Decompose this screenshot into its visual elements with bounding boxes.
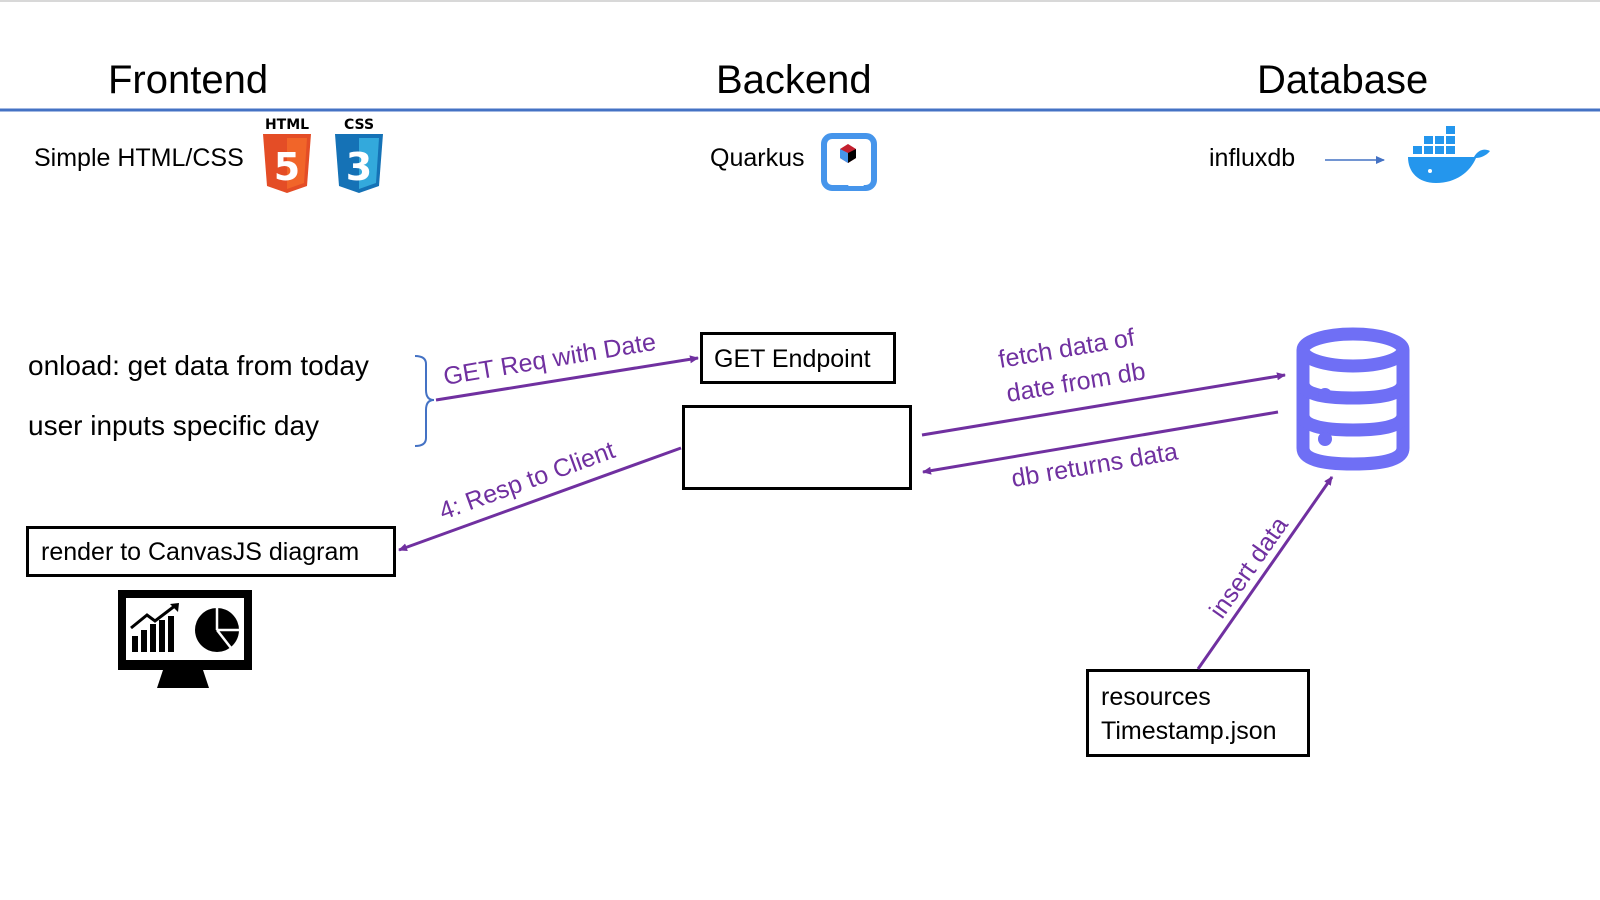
get-endpoint-label: GET Endpoint (714, 345, 871, 373)
css3-label: CSS (344, 117, 374, 133)
html5-glyph: 5 (274, 145, 300, 189)
trigger-brace (414, 355, 435, 447)
docker-whale-icon (1408, 126, 1490, 183)
render-label: render to CanvasJS diagram (41, 538, 360, 566)
top-border (0, 0, 1600, 2)
resources-box: resources Timestamp.json (1086, 669, 1310, 757)
database-title: Database (1257, 58, 1429, 102)
backend-title: Backend (716, 58, 872, 102)
insert-arrow (1196, 476, 1334, 670)
backend-tech-label: Quarkus (710, 144, 805, 172)
trigger-onload: onload: get data from today (28, 350, 369, 381)
db-returns-arrow (922, 410, 1279, 475)
trigger-user-input: user inputs specific day (28, 410, 320, 441)
response-arrow (398, 446, 682, 552)
frontend-title: Frontend (108, 58, 269, 102)
fetch-arrow (921, 372, 1286, 437)
database-icon (1296, 327, 1410, 471)
render-box: render to CanvasJS diagram (26, 526, 396, 577)
get-request-arrow (435, 355, 699, 402)
quarkus-icon (821, 133, 877, 191)
database-dot-2 (1318, 432, 1332, 446)
css3-icon: CSS 3 (335, 117, 383, 193)
insert-label: insert data (1204, 512, 1294, 624)
frontend-tech-label: Simple HTML/CSS (34, 144, 244, 172)
css3-glyph: 3 (346, 145, 372, 189)
database-dot-1 (1318, 388, 1332, 402)
get-endpoint-box: GET Endpoint (700, 332, 896, 384)
html5-icon: HTML 5 (263, 117, 311, 193)
database-tech-label: influxdb (1209, 144, 1296, 172)
resources-label-line-1: resources (1101, 683, 1211, 711)
html5-label: HTML (265, 117, 309, 133)
resources-label-line-2: Timestamp.json (1101, 717, 1277, 745)
db-returns-label: db returns data (1009, 438, 1180, 493)
monitor-chart-icon (118, 590, 252, 688)
backend-empty-box (682, 405, 912, 490)
